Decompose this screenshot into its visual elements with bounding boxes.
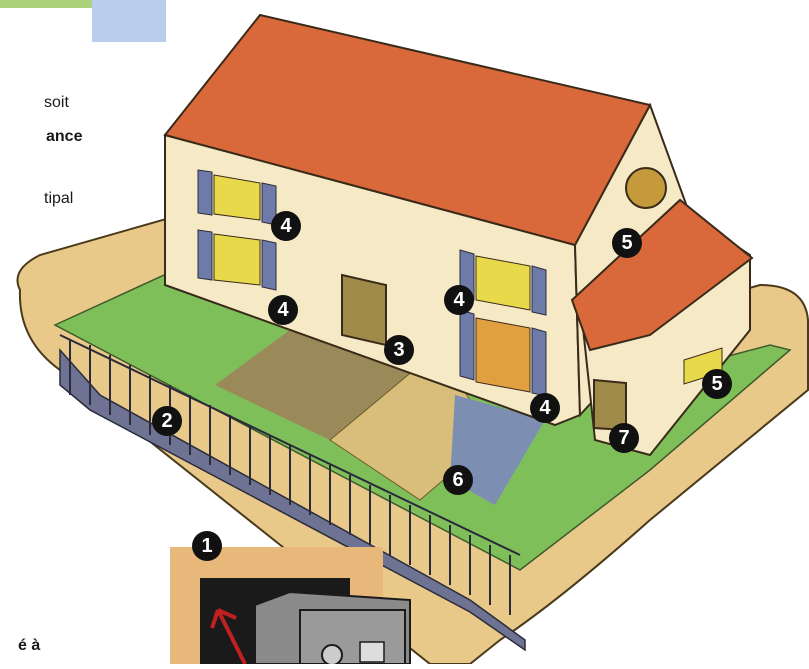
front-door (342, 275, 386, 345)
text-fragment-ance: ance (46, 129, 82, 145)
blue-tab (92, 0, 166, 42)
green-tab (0, 0, 92, 8)
safe-dial-icon (322, 645, 342, 664)
marker-5-annex: 5 (702, 369, 732, 399)
marker-4-upper-right: 4 (444, 285, 474, 315)
marker-2: 2 (152, 406, 182, 436)
safe-keypad-icon (360, 642, 384, 662)
text-fragment-tipal: tipal (44, 191, 73, 207)
text-fragment-e-a: é à (18, 638, 40, 654)
text-fragment-soit: soit (44, 95, 69, 111)
safe-door (300, 610, 405, 664)
marker-4-upper-left: 4 (271, 211, 301, 241)
marker-4-lower-right: 4 (530, 393, 560, 423)
marker-7: 7 (609, 423, 639, 453)
marker-6: 6 (443, 465, 473, 495)
attic-window (626, 168, 666, 208)
marker-4-lower-left: 4 (268, 295, 298, 325)
marker-1: 1 (192, 531, 222, 561)
marker-5-gable: 5 (612, 228, 642, 258)
safe-inset (170, 547, 410, 664)
marker-3: 3 (384, 335, 414, 365)
